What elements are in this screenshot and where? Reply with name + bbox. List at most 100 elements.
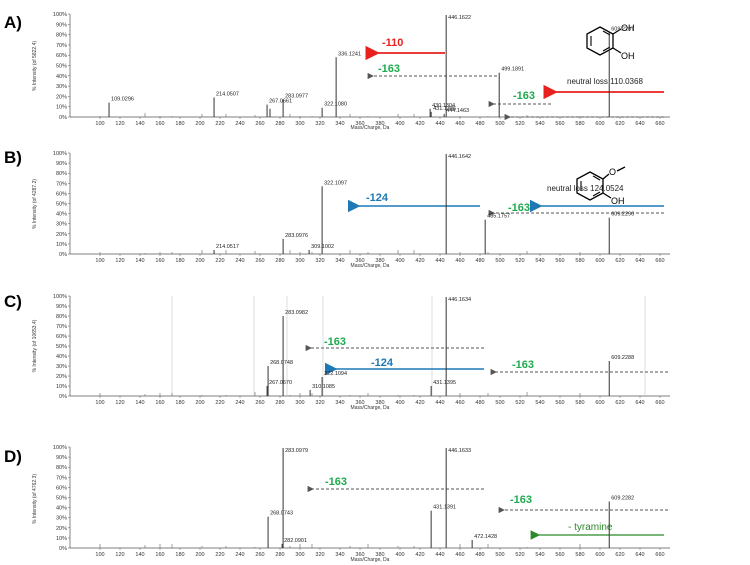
structure-b-o: O xyxy=(609,167,616,177)
x-tick-label: 360 xyxy=(355,552,364,558)
x-tick-label: 420 xyxy=(415,552,424,558)
panel-d-ylabel: % Intensity (of 4762.3) xyxy=(32,474,38,524)
y-tick-label: 10% xyxy=(56,384,67,390)
y-tick-label: 30% xyxy=(56,364,67,370)
x-tick-label: 300 xyxy=(295,552,304,558)
x-tick-label: 220 xyxy=(215,400,224,406)
peak-label: 336.1241 xyxy=(338,51,361,57)
x-tick-label: 260 xyxy=(255,258,264,264)
x-tick-label: 520 xyxy=(515,121,524,127)
y-tick-label: 30% xyxy=(56,516,67,522)
peak-label: 485.1757 xyxy=(487,214,510,220)
x-tick-label: 220 xyxy=(215,552,224,558)
x-tick-label: 540 xyxy=(535,552,544,558)
x-tick-label: 440 xyxy=(435,121,444,127)
y-tick-label: 0% xyxy=(59,115,67,121)
x-tick-label: 500 xyxy=(495,552,504,558)
y-tick-label: 70% xyxy=(56,475,67,481)
x-tick-label: 300 xyxy=(295,258,304,264)
peak-label: 609.2267 xyxy=(611,27,634,33)
panel-d-xlabel: Mass/Charge, Da xyxy=(351,557,390,563)
x-tick-label: 140 xyxy=(135,400,144,406)
x-tick-label: 340 xyxy=(335,121,344,127)
peak-label: 499.1891 xyxy=(501,67,524,73)
x-tick-label: 400 xyxy=(395,552,404,558)
panel-b-label: B) xyxy=(4,148,22,167)
x-tick-label: 380 xyxy=(375,258,384,264)
y-tick-label: 30% xyxy=(56,222,67,228)
y-tick-label: 50% xyxy=(56,64,67,70)
x-tick-label: 120 xyxy=(115,121,124,127)
x-tick-label: 260 xyxy=(255,121,264,127)
x-tick-label: 240 xyxy=(235,258,244,264)
peak-label: 444.1463 xyxy=(446,108,469,114)
x-tick-label: 560 xyxy=(555,552,564,558)
x-tick-label: 540 xyxy=(535,258,544,264)
x-tick-label: 560 xyxy=(555,258,564,264)
y-tick-label: 10% xyxy=(56,536,67,542)
annotation-c-minus163-1: -163 xyxy=(324,336,346,348)
x-tick-label: 260 xyxy=(255,552,264,558)
x-tick-label: 640 xyxy=(635,258,644,264)
annotation-d-minus163-1: -163 xyxy=(325,476,347,488)
x-tick-label: 240 xyxy=(235,552,244,558)
x-tick-label: 560 xyxy=(555,121,564,127)
annotation-c-minus124: -124 xyxy=(371,357,394,369)
x-tick-label: 480 xyxy=(475,121,484,127)
y-tick-label: 60% xyxy=(56,191,67,197)
peak-label: 322.1080 xyxy=(324,102,347,108)
y-tick-label: 100% xyxy=(53,12,67,18)
x-tick-label: 120 xyxy=(115,258,124,264)
y-tick-label: 40% xyxy=(56,212,67,218)
x-tick-label: 520 xyxy=(515,552,524,558)
x-tick-label: 140 xyxy=(135,258,144,264)
panel-a-ylabel: % Intensity (of 5822.4) xyxy=(32,41,38,91)
x-tick-label: 620 xyxy=(615,258,624,264)
x-tick-label: 160 xyxy=(155,552,164,558)
x-tick-label: 340 xyxy=(335,258,344,264)
panel-a-xlabel: Mass/Charge, Da xyxy=(351,125,390,131)
x-tick-label: 540 xyxy=(535,400,544,406)
panel-a: A) Mass/Charge, Da % Intensity (of 5822.… xyxy=(4,12,670,131)
peak-label: 322.1094 xyxy=(324,371,347,377)
peak-label: 431.1386 xyxy=(433,106,456,112)
y-tick-label: 60% xyxy=(56,53,67,59)
x-tick-label: 340 xyxy=(335,400,344,406)
y-tick-label: 30% xyxy=(56,84,67,90)
x-tick-label: 520 xyxy=(515,400,524,406)
peak-label: 446.1633 xyxy=(448,448,471,454)
x-tick-label: 660 xyxy=(655,400,664,406)
peak-label: 609.2288 xyxy=(611,355,634,361)
panel-c: C) Mass/Charge, Da % Intensity (of 10653… xyxy=(4,292,670,411)
note-a-neutral-loss: neutral loss 110.0368 xyxy=(567,77,643,86)
x-tick-label: 140 xyxy=(135,121,144,127)
panel-d-label: D) xyxy=(4,447,22,466)
y-tick-label: 60% xyxy=(56,334,67,340)
x-tick-label: 460 xyxy=(455,400,464,406)
x-tick-label: 620 xyxy=(615,400,624,406)
x-tick-label: 400 xyxy=(395,258,404,264)
peak-label: 109.0296 xyxy=(111,97,134,103)
panel-d: D) Mass/Charge, Da % Intensity (of 4762.… xyxy=(4,445,670,563)
y-tick-label: 80% xyxy=(56,314,67,320)
annotation-b-minus124: -124 xyxy=(366,192,389,204)
x-tick-label: 180 xyxy=(175,258,184,264)
x-tick-label: 420 xyxy=(415,121,424,127)
x-tick-label: 380 xyxy=(375,552,384,558)
x-tick-label: 520 xyxy=(515,258,524,264)
y-tick-label: 70% xyxy=(56,43,67,49)
structure-a-oh-bottom: OH xyxy=(621,51,635,61)
y-tick-label: 70% xyxy=(56,324,67,330)
peak-label: 430.1304 xyxy=(432,103,455,109)
y-tick-label: 100% xyxy=(53,151,67,157)
x-tick-label: 240 xyxy=(235,400,244,406)
y-tick-label: 80% xyxy=(56,33,67,39)
x-tick-label: 440 xyxy=(435,258,444,264)
y-tick-label: 0% xyxy=(59,394,67,400)
peak-label: 282.0901 xyxy=(284,538,307,544)
x-tick-label: 600 xyxy=(595,258,604,264)
guaiacol-structure: O OH xyxy=(576,166,626,206)
y-tick-label: 20% xyxy=(56,526,67,532)
x-tick-label: 480 xyxy=(475,400,484,406)
x-tick-label: 440 xyxy=(435,400,444,406)
